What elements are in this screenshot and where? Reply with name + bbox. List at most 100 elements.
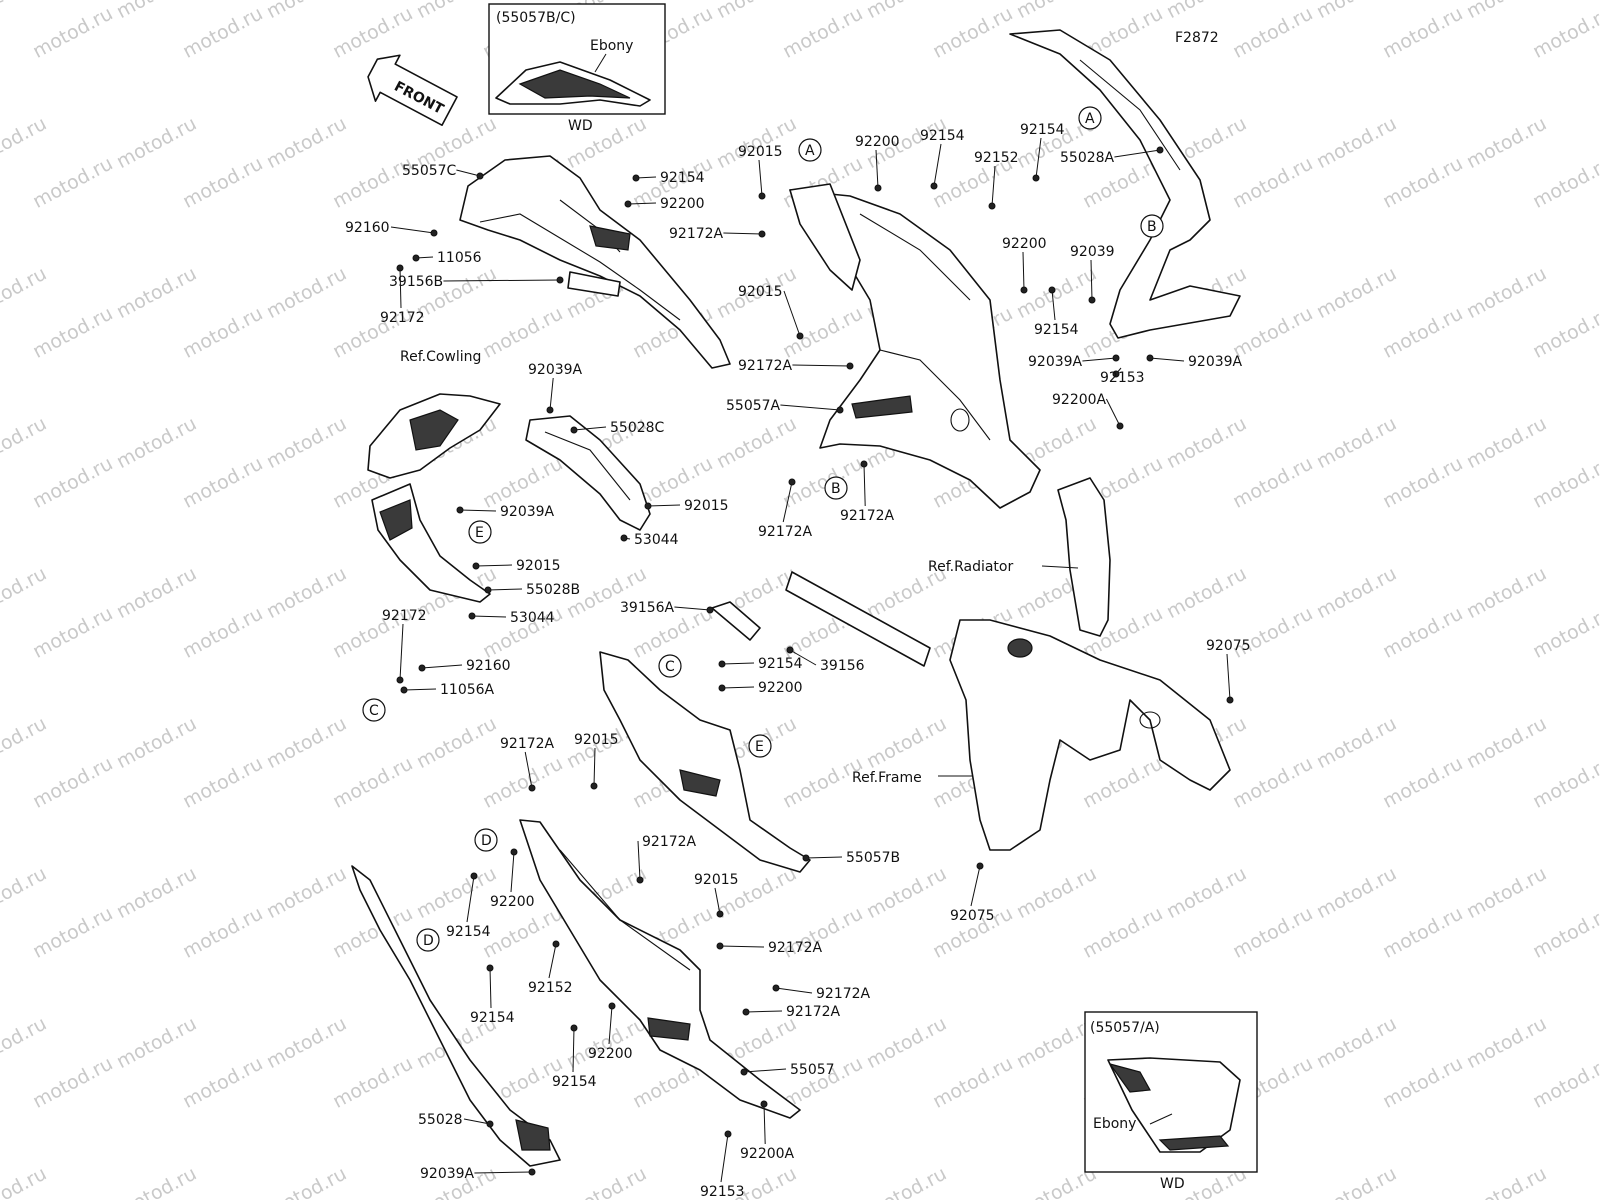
- part-label-92200: 92200: [588, 1046, 633, 1062]
- watermark-text: motod.ru: [1529, 302, 1600, 362]
- leader-line: [572, 1027, 575, 1073]
- watermark-text: motod.ru: [1229, 302, 1316, 362]
- watermark-text: motod.ru: [1013, 0, 1100, 23]
- fastener-marker: [418, 664, 426, 672]
- part-label-92154: 92154: [660, 170, 705, 186]
- leader-line: [399, 623, 404, 681]
- fastener-marker: [1020, 286, 1028, 294]
- part-label-92015: 92015: [684, 498, 729, 514]
- leader-line: [627, 202, 657, 205]
- watermark-text: motod.ru: [263, 1163, 350, 1200]
- watermark-text: motod.ru: [1463, 413, 1550, 473]
- watermark-text: motod.ru: [263, 413, 350, 473]
- inset-55057a: (55057/A) Ebony WD: [1084, 1011, 1258, 1192]
- watermark-text: motod.ru: [1379, 1052, 1466, 1112]
- watermark-text: motod.ru: [0, 413, 50, 473]
- watermark-text: motod.ru: [863, 863, 950, 923]
- leader-line: [549, 377, 554, 411]
- part-label-92172a: 92172A: [500, 736, 555, 752]
- watermark-text: motod.ru: [29, 1052, 116, 1112]
- part-label-11056a: 11056A: [440, 682, 495, 698]
- part-label-92039a: 92039A: [500, 504, 555, 520]
- watermark-text: motod.ru: [1463, 863, 1550, 923]
- leader-line: [1035, 137, 1042, 179]
- watermark-text: motod.ru: [713, 0, 800, 23]
- watermark-text: motod.ru: [1163, 0, 1250, 23]
- fastener-marker: [570, 1024, 578, 1032]
- watermark-text: motod.ru: [413, 263, 500, 323]
- watermark-text: motod.ru: [779, 2, 866, 62]
- part-label-92154: 92154: [1034, 322, 1079, 338]
- watermark-text: motod.ru: [329, 1052, 416, 1112]
- radiator-ref-shape: [1057, 477, 1111, 637]
- fastener-marker: [528, 784, 536, 792]
- watermark-text: motod.ru: [1529, 152, 1600, 212]
- leader-line: [456, 169, 481, 177]
- circle-ref-letter: E: [475, 525, 484, 541]
- fastener-marker: [718, 660, 726, 668]
- watermark-text: motod.ru: [413, 0, 500, 23]
- fastener-marker: [476, 172, 484, 180]
- watermark-text: motod.ru: [263, 563, 350, 623]
- leader-line: [471, 615, 507, 618]
- leader-line: [1022, 251, 1025, 291]
- leader-line: [489, 967, 492, 1009]
- watermark-text: motod.ru: [479, 752, 566, 812]
- leader-line: [758, 159, 763, 197]
- watermark-text: motod.ru: [29, 902, 116, 962]
- watermark-text: motod.ru: [179, 152, 266, 212]
- cowl-55057b-shape: [599, 651, 811, 873]
- fastener-marker: [802, 854, 810, 862]
- fastener-marker: [468, 612, 476, 620]
- leader-line: [459, 509, 497, 512]
- circle-ref-letter: D: [481, 833, 492, 849]
- leader-line: [714, 887, 721, 915]
- leader-line: [1226, 653, 1231, 701]
- part-label-55028a: 55028A: [1060, 150, 1115, 166]
- watermark-text: motod.ru: [113, 0, 200, 23]
- part-label-92015: 92015: [738, 144, 783, 160]
- watermark-text: motod.ru: [179, 902, 266, 962]
- part-label-92160: 92160: [466, 658, 511, 674]
- fastener-marker: [1146, 354, 1154, 362]
- part-label-92172a: 92172A: [738, 358, 793, 374]
- part-label-55028b: 55028B: [526, 582, 580, 598]
- watermark-text: motod.ru: [29, 2, 116, 62]
- bracket-55028b-shape: [371, 483, 491, 603]
- watermark-text: motod.ru: [263, 1013, 350, 1073]
- fastener-marker: [472, 562, 480, 570]
- leader-line: [421, 664, 463, 669]
- fastener-marker: [396, 676, 404, 684]
- part-label-92039a: 92039A: [1028, 354, 1083, 370]
- fastener-marker: [874, 184, 882, 192]
- circle-ref-letter: E: [755, 739, 764, 755]
- circle-ref-letter: B: [831, 481, 841, 497]
- part-label-92039: 92039: [1070, 244, 1115, 260]
- part-label-92200: 92200: [660, 196, 705, 212]
- watermark-text: motod.ru: [0, 1013, 50, 1073]
- circle-ref-c: [658, 654, 682, 678]
- circle-ref-letter: C: [369, 703, 379, 719]
- watermark-text: motod.ru: [1463, 1013, 1550, 1073]
- watermark-text: motod.ru: [1379, 902, 1466, 962]
- leader-line: [593, 747, 596, 787]
- fastener-marker: [760, 1100, 768, 1108]
- part-label-92200: 92200: [1002, 236, 1047, 252]
- leader-line: [1090, 259, 1093, 301]
- leader-line: [403, 688, 437, 691]
- leader-line: [721, 662, 755, 665]
- fastener-marker: [430, 229, 438, 237]
- watermark-text: motod.ru: [29, 752, 116, 812]
- leader-line: [548, 943, 557, 979]
- watermark-text: motod.ru: [1379, 602, 1466, 662]
- watermark-text: motod.ru: [713, 113, 800, 173]
- inset-top-label: Ebony: [590, 38, 633, 54]
- watermark-text: motod.ru: [863, 1163, 950, 1200]
- watermark-text: motod.ru: [413, 863, 500, 923]
- fastener-marker: [552, 940, 560, 948]
- part-label-92075: 92075: [950, 908, 995, 924]
- watermark-text: motod.ru: [29, 152, 116, 212]
- leader-line: [875, 149, 879, 189]
